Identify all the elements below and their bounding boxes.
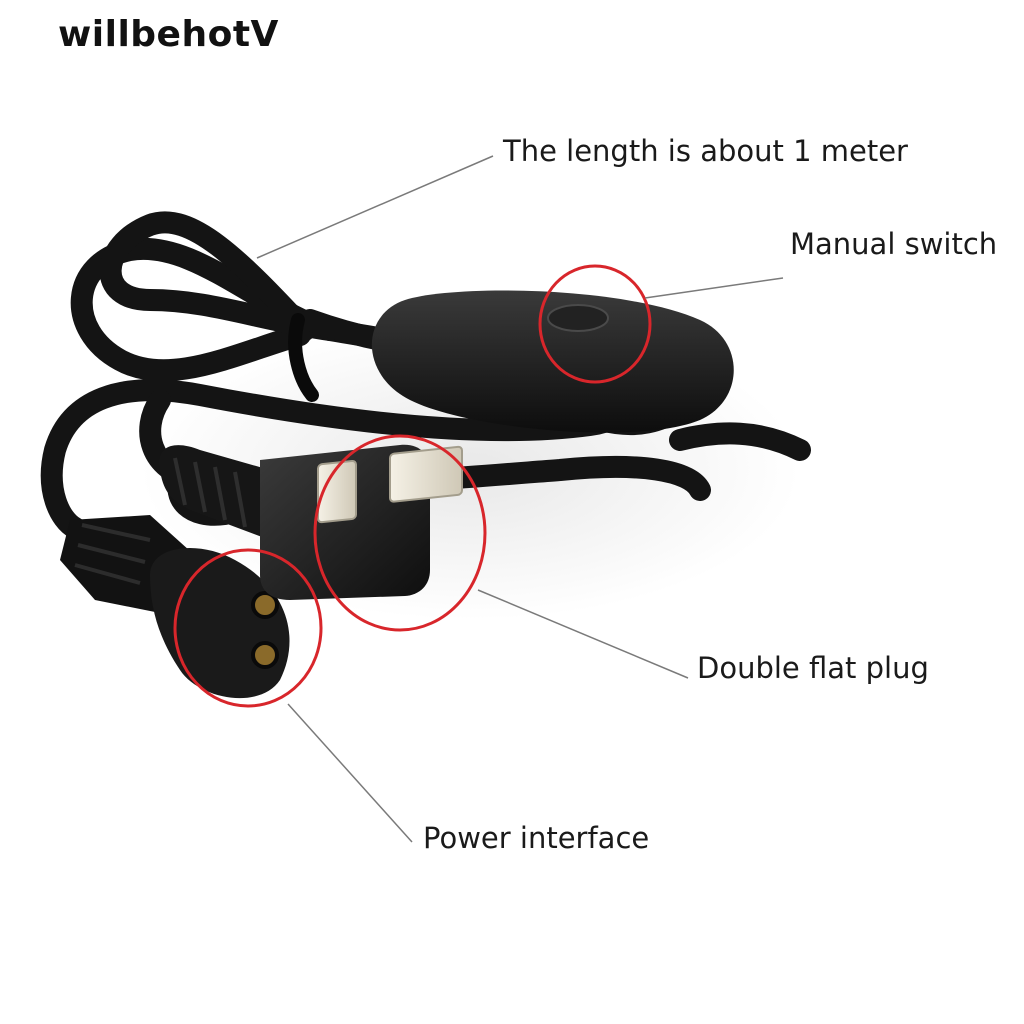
cable-tie — [288, 313, 319, 402]
switch-highlight-ring — [538, 264, 652, 384]
length-callout: The length is about 1 meter — [503, 134, 908, 168]
plug-highlight-ring — [313, 434, 487, 632]
power-callout: Power interface — [423, 821, 650, 855]
highlight-rings — [173, 264, 652, 708]
plug-prong-right — [389, 445, 463, 503]
plug-leader-line — [477, 589, 689, 679]
length-leader-line — [256, 155, 494, 259]
plug-callout: Double flat plug — [697, 651, 929, 685]
flat-plug — [159, 444, 463, 600]
switch-leader-line — [644, 277, 784, 299]
switch-callout: Manual switch — [790, 227, 998, 261]
plug-prong-left — [317, 459, 357, 524]
leader-lines — [256, 155, 784, 843]
connector-highlight-ring — [173, 548, 323, 708]
brand-watermark: willbehotV — [58, 14, 279, 55]
power-leader-line — [287, 703, 413, 843]
